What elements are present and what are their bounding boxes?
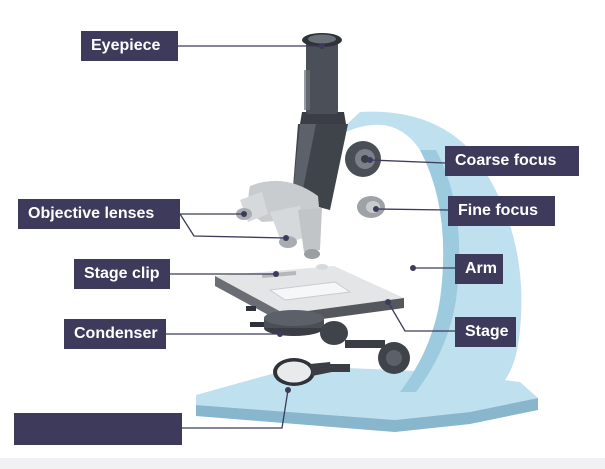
stage [215,264,404,324]
label-eyepiece: Eyepiece [81,31,178,61]
label-coarse-focus-text: Coarse focus [455,152,557,169]
leader-line-mirror [182,389,289,429]
label-stage-clip: Stage clip [74,259,170,289]
lower-knobs [345,340,410,374]
microscope-illustration [196,33,538,432]
label-arm: Arm [455,254,503,284]
label-hidden [14,413,182,445]
fine-focus-knob [357,196,385,218]
label-condenser: Condenser [64,319,166,349]
leader-line-fine-focus [375,208,449,211]
coarse-focus-knob [345,141,381,177]
objective-lenses [236,180,322,259]
label-stage: Stage [455,317,516,347]
bottom-strip [0,458,605,469]
leader-lines [166,45,455,429]
label-fine-focus: Fine focus [448,196,555,226]
leader-line-stage [387,301,455,332]
leader-line-objective-lenses [179,213,287,239]
label-condenser-text: Condenser [74,325,158,342]
label-fine-focus-text: Fine focus [458,202,539,219]
label-coarse-focus: Coarse focus [445,146,579,176]
label-stage-text: Stage [465,323,509,340]
label-objective-lenses-text: Objective lenses [28,205,155,222]
condenser [246,306,348,345]
label-arm-text: Arm [465,260,498,277]
leader-dots [241,43,416,393]
label-objective-lenses: Objective lenses [18,199,180,229]
label-stage-clip-text: Stage clip [84,265,160,282]
leader-line-coarse-focus [369,159,446,164]
label-eyepiece-text: Eyepiece [91,37,161,54]
eyepiece-tube [292,33,348,210]
mirror [273,358,350,386]
